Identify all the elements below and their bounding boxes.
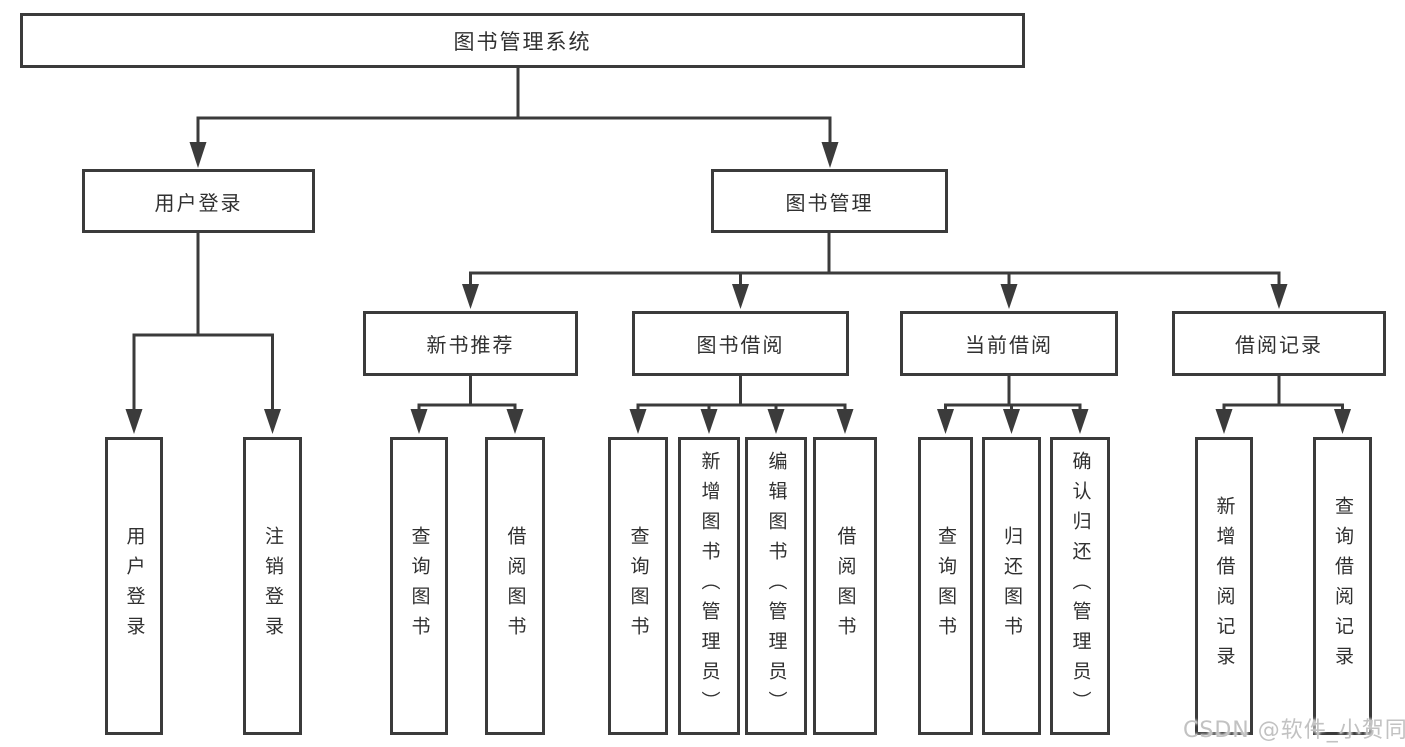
node-book-borrowing-label: 图书借阅	[696, 333, 785, 357]
connector-borrowrecord-split	[1222, 403, 1344, 410]
connector-root-split	[196, 116, 832, 142]
connector-level3-split	[469, 271, 1281, 284]
node-root-label: 图书管理系统	[453, 29, 592, 54]
node-new-book-recommendation: 新书推荐	[363, 311, 578, 376]
leaf-query-books-recommend: 查询图书	[390, 437, 448, 735]
arrowhead-icons	[125, 142, 1351, 434]
leaf-query-books-current: 查询图书	[918, 437, 973, 735]
leaf-logout: 注销登录	[243, 437, 302, 735]
node-new-book-recommendation-label: 新书推荐	[426, 333, 515, 357]
leaf-add-borrow-record: 新增借阅记录	[1195, 437, 1253, 735]
leaf-return-books: 归还图书	[982, 437, 1041, 735]
leaf-edit-book-admin: 编辑图书（管理员）	[745, 437, 807, 735]
node-borrowing-records-label: 借阅记录	[1235, 333, 1323, 357]
node-book-management: 图书管理	[711, 169, 948, 233]
csdn-watermark: CSDN @软件_小贺同学	[1183, 718, 1405, 743]
connector-userlogin-split	[132, 333, 274, 409]
node-book-management-label: 图书管理	[785, 190, 874, 215]
leaf-add-book-admin: 新增图书（管理员）	[678, 437, 740, 735]
node-root: 图书管理系统	[20, 13, 1025, 68]
leaf-confirm-return-admin: 确认归还（管理员）	[1050, 437, 1110, 735]
leaf-user-login: 用户登录	[105, 437, 163, 735]
leaf-borrow-books-recommend: 借阅图书	[485, 437, 545, 735]
leaf-query-books-borrow: 查询图书	[608, 437, 668, 735]
node-user-login-branch: 用户登录	[82, 169, 315, 233]
connector-newbook-split	[417, 403, 517, 410]
node-borrowing-records: 借阅记录	[1172, 311, 1386, 376]
node-book-borrowing: 图书借阅	[632, 311, 849, 376]
leaf-query-borrow-record: 查询借阅记录	[1313, 437, 1372, 735]
node-user-login-branch-label: 用户登录	[154, 190, 243, 215]
node-current-borrowing-label: 当前借阅	[965, 333, 1053, 357]
node-current-borrowing: 当前借阅	[900, 311, 1118, 376]
leaf-borrow-books: 借阅图书	[813, 437, 877, 735]
connector-bookborrow-split	[636, 403, 847, 410]
